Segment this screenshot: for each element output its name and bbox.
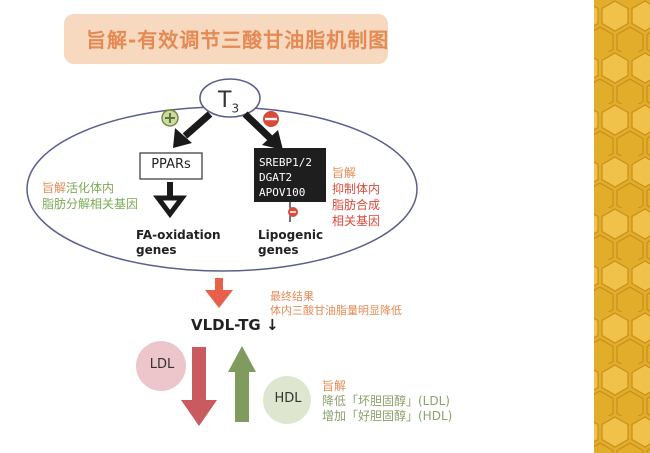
arrow-to-fa-head: [153, 195, 187, 219]
srebp-line-1: SREBP1/2: [259, 156, 312, 169]
ldl-arrow-head: [181, 400, 217, 426]
lipo-line-2: genes: [258, 243, 299, 257]
hdl-circle: [263, 376, 311, 424]
ldl-circle: [136, 341, 186, 391]
arrow-to-vldl-head: [205, 290, 233, 308]
srebp-box: [254, 148, 326, 202]
final-result: 最终结果 体内三酸甘油脂量明显降低: [270, 290, 402, 318]
ldl-arrow-shaft: [192, 347, 206, 403]
hdl-arrow-head: [228, 346, 256, 372]
lipogenic-label: Lipogenic genes: [258, 228, 323, 258]
left-ann-line1: 活化体内: [66, 181, 115, 195]
hdl-arrow-shaft: [235, 370, 249, 422]
fa-line-2: genes: [136, 243, 177, 257]
hdl-annotation: 旨解 降低「坏胆固醇」(LDL) 增加「好胆固醇」(HDL): [322, 379, 452, 424]
hdl-label: HDL: [274, 391, 302, 406]
left-ann-line2: 脂肪分解相关基因: [42, 197, 139, 211]
arrow-to-ppars-head: [173, 128, 192, 148]
left-ann-prefix: 旨解: [42, 181, 67, 195]
small-minus-icon: [288, 207, 298, 217]
t3-ellipse: [199, 78, 261, 118]
final-line-2: 体内三酸甘油脂量明显降低: [270, 304, 402, 317]
t3-main: T: [218, 88, 232, 113]
hdl-ann-line2: 降低「坏胆固醇」(LDL): [322, 394, 450, 408]
arrow-to-ppars-shaft: [182, 111, 213, 139]
right-ann-line3: 脂肪合成: [332, 198, 381, 212]
honeycomb-border: [594, 0, 650, 453]
srebp-line-3: APOV100: [259, 186, 306, 199]
plus-circle-icon: [161, 109, 179, 127]
arrow-to-srebp-shaft: [242, 111, 273, 141]
right-ann-line2: 抑制体内: [332, 182, 381, 196]
srebp-line-2: DGAT2: [259, 171, 293, 184]
right-ann-line4: 相关基因: [332, 214, 381, 228]
title-banner: [64, 14, 388, 64]
right-annotation: 旨解 抑制体内 脂肪合成 相关基因: [332, 165, 380, 229]
fa-line-1: FA-oxidation: [136, 228, 221, 242]
ldl-label: LDL: [149, 357, 175, 372]
final-line-1: 最终结果: [270, 290, 314, 303]
page-title: 旨解-有效调节三酸甘油脂机制图: [86, 28, 390, 52]
hdl-ann-line1: 旨解: [322, 379, 347, 393]
left-annotation: 旨解活化体内 脂肪分解相关基因: [42, 180, 138, 212]
lipo-line-1: Lipogenic: [258, 228, 324, 242]
ppars-box: [139, 152, 203, 180]
t3-sub: 3: [231, 101, 240, 116]
arrow-to-srebp-head: [262, 130, 283, 150]
fa-oxidation-label: FA-oxidation genes: [136, 228, 221, 258]
t3-label: T3: [218, 88, 239, 115]
srebp-labels: SREBP1/2 DGAT2 APOV100: [259, 155, 312, 200]
vldl-label: VLDL-TG ↓: [191, 316, 279, 334]
minus-circle-icon: [263, 111, 279, 127]
ppars-label: PPARs: [151, 157, 191, 172]
right-ann-line1: 旨解: [332, 166, 357, 180]
hdl-ann-line3: 增加「好胆固醇」(HDL): [322, 409, 453, 423]
